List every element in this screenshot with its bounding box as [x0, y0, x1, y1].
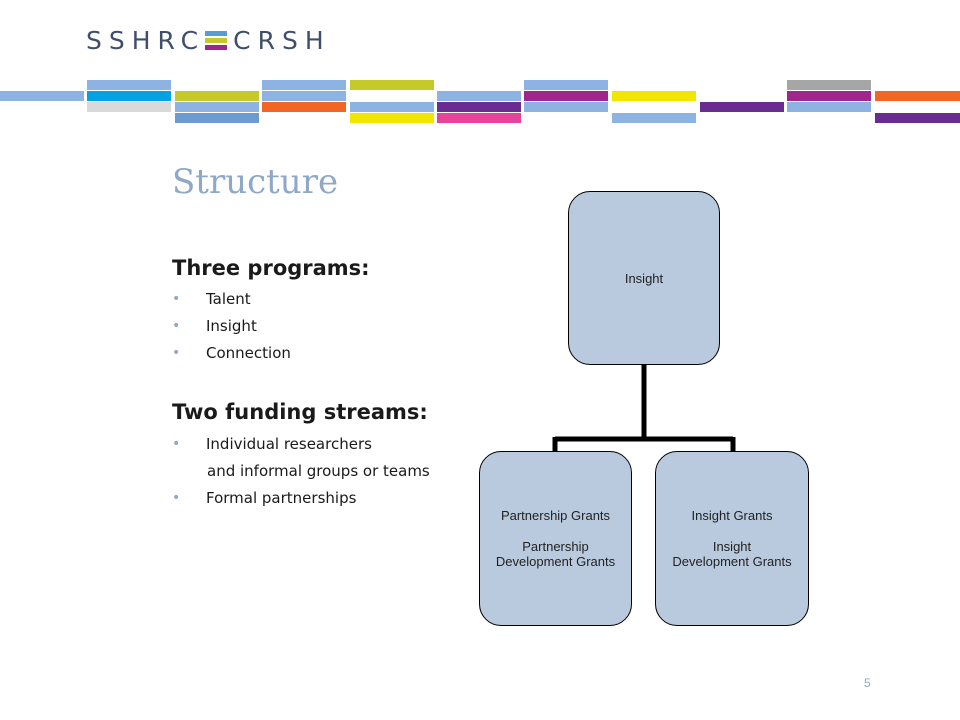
- bullet-icon: •: [172, 345, 181, 361]
- bullet-icon: •: [172, 318, 181, 334]
- org-node-root-label: Insight: [624, 270, 664, 286]
- bullet-icon: •: [172, 490, 181, 506]
- program-item-talent: • Talent: [172, 290, 251, 308]
- sshrc-logo: SSHRC CRSH: [86, 24, 331, 56]
- page-number: 5: [864, 676, 871, 690]
- program-item-label: Connection: [206, 344, 291, 362]
- program-item-label: Talent: [206, 290, 251, 308]
- logo-mark-icon: [205, 29, 228, 51]
- org-node-label: Insight Grants: [691, 508, 773, 523]
- org-node-label: Partnership Grants: [500, 508, 611, 523]
- bullet-icon: •: [172, 291, 181, 307]
- org-node-insight-grants: Insight Grants Insight Development Grant…: [655, 451, 809, 626]
- org-node-label: Partnership: [522, 539, 589, 554]
- org-node-label: Development Grants: [495, 554, 616, 569]
- stream-item-label: Formal partnerships: [206, 489, 357, 507]
- slide-title: Structure: [172, 162, 339, 202]
- stream-item-partnerships: • Formal partnerships: [172, 489, 356, 507]
- org-node-partnership: Partnership Grants Partnership Developme…: [479, 451, 632, 626]
- org-node-label: Development Grants: [672, 554, 792, 569]
- logo-left-text: SSHRC: [86, 25, 206, 55]
- stream-item-label: Individual researchers: [206, 435, 372, 453]
- programs-heading: Three programs:: [172, 256, 370, 280]
- program-item-label: Insight: [206, 317, 257, 335]
- program-item-insight: • Insight: [172, 317, 257, 335]
- stream-item-individual: • Individual researchers: [172, 435, 372, 453]
- org-node-root: Insight: [568, 191, 720, 365]
- logo-right-text: CRSH: [233, 25, 331, 55]
- bullet-icon: •: [172, 436, 181, 452]
- stream-item-continuation: and informal groups or teams: [207, 462, 430, 480]
- streams-heading: Two funding streams:: [172, 400, 428, 424]
- program-item-connection: • Connection: [172, 344, 291, 362]
- decorative-color-bars: [0, 0, 960, 130]
- org-node-label: Insight: [712, 539, 752, 554]
